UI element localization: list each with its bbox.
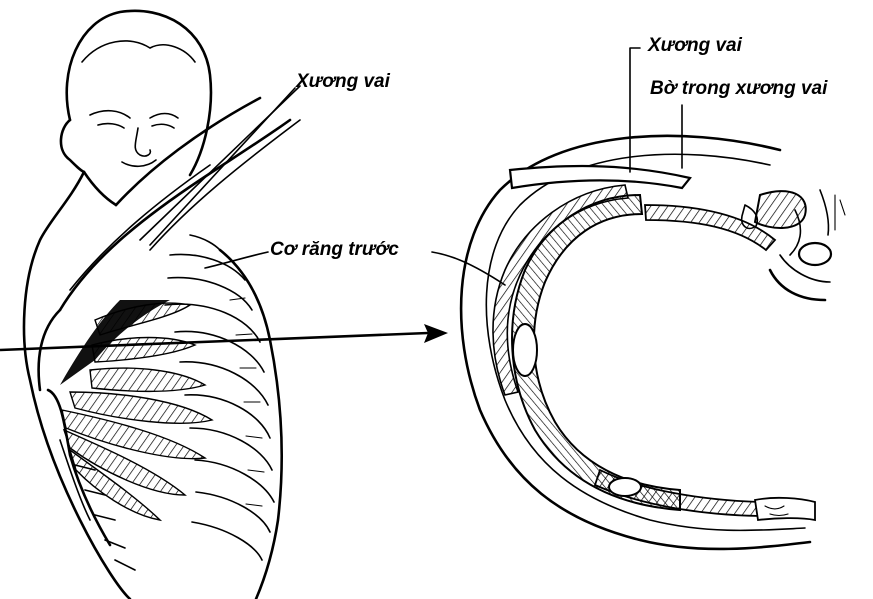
label-scapula-left: Xương vai [296,72,390,91]
label-medial-border: Bờ trong xương vai [650,79,827,98]
label-serratus-anterior: Cơ răng trước [270,240,399,259]
pointer-arrow [0,324,448,350]
serratus-anterior [48,300,212,545]
label-scapula-right: Xương vai [648,36,742,55]
cross-section [432,48,845,549]
raised-arm [60,86,300,310]
